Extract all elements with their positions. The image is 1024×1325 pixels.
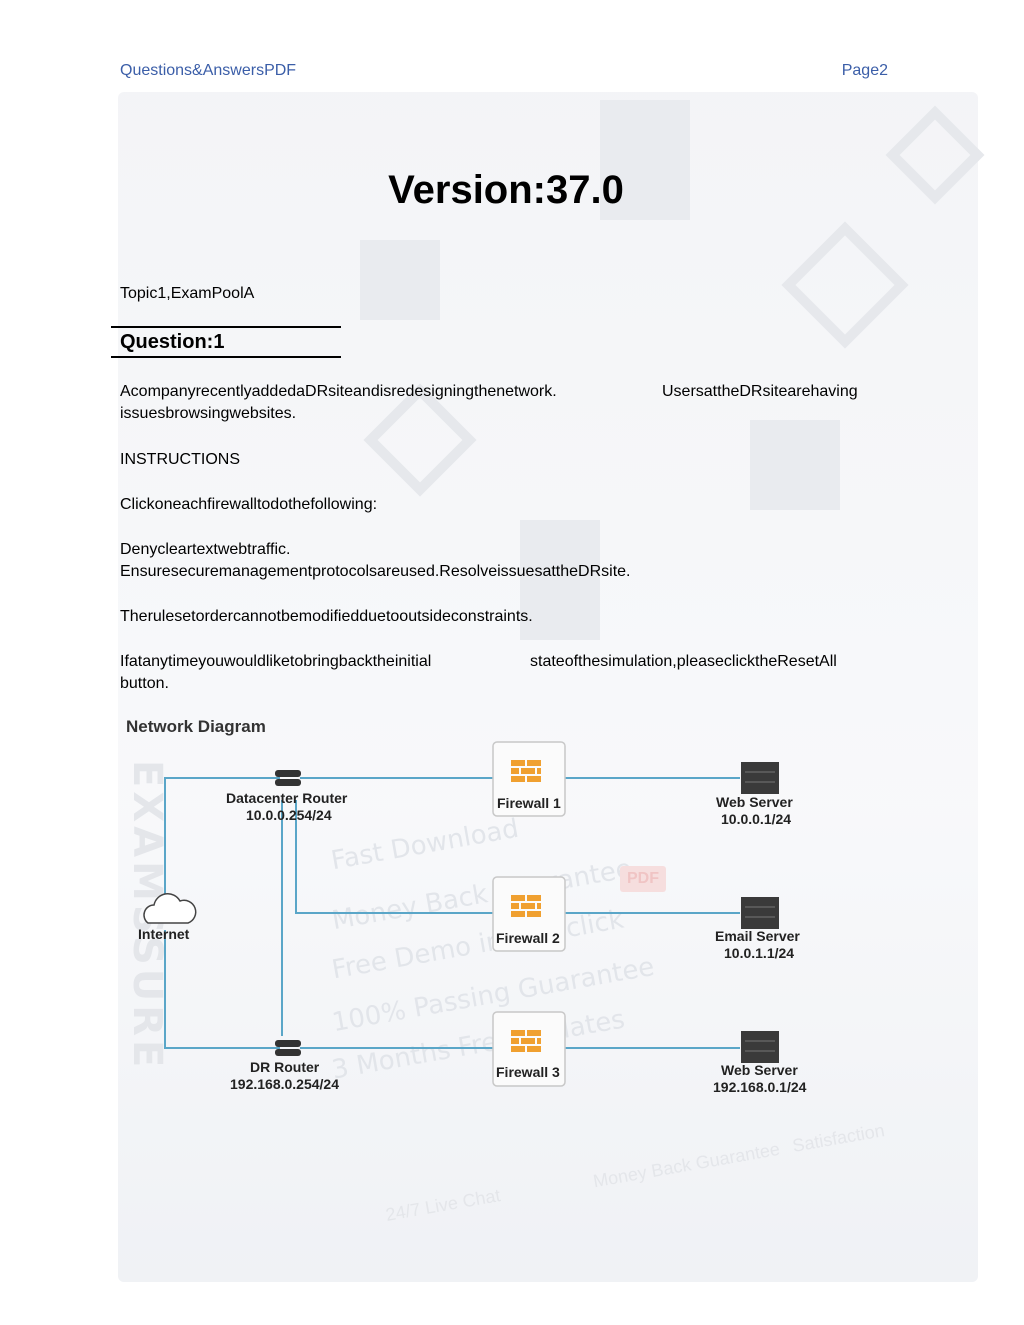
watermark-tile: [750, 420, 840, 510]
router-icon: [275, 1040, 301, 1056]
question-heading: Question:1: [120, 331, 225, 353]
link-internet-dc: [164, 777, 280, 910]
instruction-text: stateofthesimulation,pleaseclicktheReset…: [530, 653, 837, 670]
firewall-3[interactable]: Firewall 3: [492, 1011, 566, 1087]
dr-router-ip: 192.168.0.254/24: [230, 1076, 339, 1092]
instructions-heading: INSTRUCTIONS: [120, 451, 240, 468]
version-title: Version:37.0: [388, 168, 624, 212]
instruction-text: Denycleartextwebtraffic.: [120, 541, 291, 558]
cloud-icon: [143, 893, 197, 924]
question-text: UsersattheDRsitearehaving: [662, 383, 858, 400]
instruction-text: Therulesetordercannotbemodifiedduetoouts…: [120, 608, 533, 625]
link-internet-dr: [164, 930, 280, 1049]
firewall-icon: [511, 895, 541, 917]
diagram-title: Network Diagram: [126, 717, 266, 736]
web-server-2-ip: 192.168.0.1/24: [713, 1079, 807, 1095]
firewall-1-label: Firewall 1: [497, 795, 561, 811]
firewall-2[interactable]: Firewall 2: [492, 876, 566, 952]
network-links: [164, 777, 740, 1049]
question-text: AcompanyrecentlyaddedaDRsiteandisredesig…: [120, 383, 557, 400]
instruction-text: Ifatanytimeyouwouldliketobringbacktheini…: [120, 653, 432, 670]
watermark-tile: [600, 100, 690, 220]
email-server-ip: 10.0.1.1/24: [724, 945, 794, 961]
web-server-1-ip: 10.0.0.1/24: [721, 811, 791, 827]
question-rule-bottom: [111, 356, 341, 358]
firewall-icon: [511, 1030, 541, 1052]
dc-router-name: Datacenter Router: [226, 790, 348, 806]
internet-label: Internet: [138, 926, 190, 942]
router-icon: [275, 770, 301, 786]
instruction-text: button.: [120, 675, 169, 692]
instruction-text: Clickoneachfirewalltodothefollowing:: [120, 496, 378, 513]
topic-label: Topic1,ExamPoolA: [120, 285, 255, 302]
firewall-3-label: Firewall 3: [496, 1064, 560, 1080]
firewall-1[interactable]: Firewall 1: [492, 741, 566, 817]
question-text: issuesbrowsingwebsites.: [120, 405, 297, 422]
server-icon: [741, 897, 779, 929]
web-server-1-name: Web Server: [716, 794, 793, 810]
server-icon: [741, 1031, 779, 1063]
firewall-icon: [511, 760, 541, 782]
header-doc-title: Questions&AnswersPDF: [120, 62, 297, 79]
watermark-tile: [520, 520, 600, 640]
firewall-2-label: Firewall 2: [496, 930, 560, 946]
instruction-text: Ensuresecuremanagementprotocolsareused.R…: [120, 563, 631, 580]
network-diagram: Internet Datacenter Router 10.0.0.254/24…: [138, 741, 807, 1095]
watermark-pdf-badge: PDF: [620, 866, 666, 892]
dc-router-ip: 10.0.0.254/24: [246, 807, 332, 823]
web-server-2-name: Web Server: [721, 1062, 798, 1078]
server-icon: [741, 762, 779, 794]
email-server-name: Email Server: [715, 928, 800, 944]
watermark-tile: [360, 240, 440, 320]
link-dc-fw2: [295, 800, 495, 914]
dr-router-name: DR Router: [250, 1059, 320, 1075]
header-page-number: Page2: [841, 62, 888, 79]
question-rule-top: [111, 326, 341, 328]
